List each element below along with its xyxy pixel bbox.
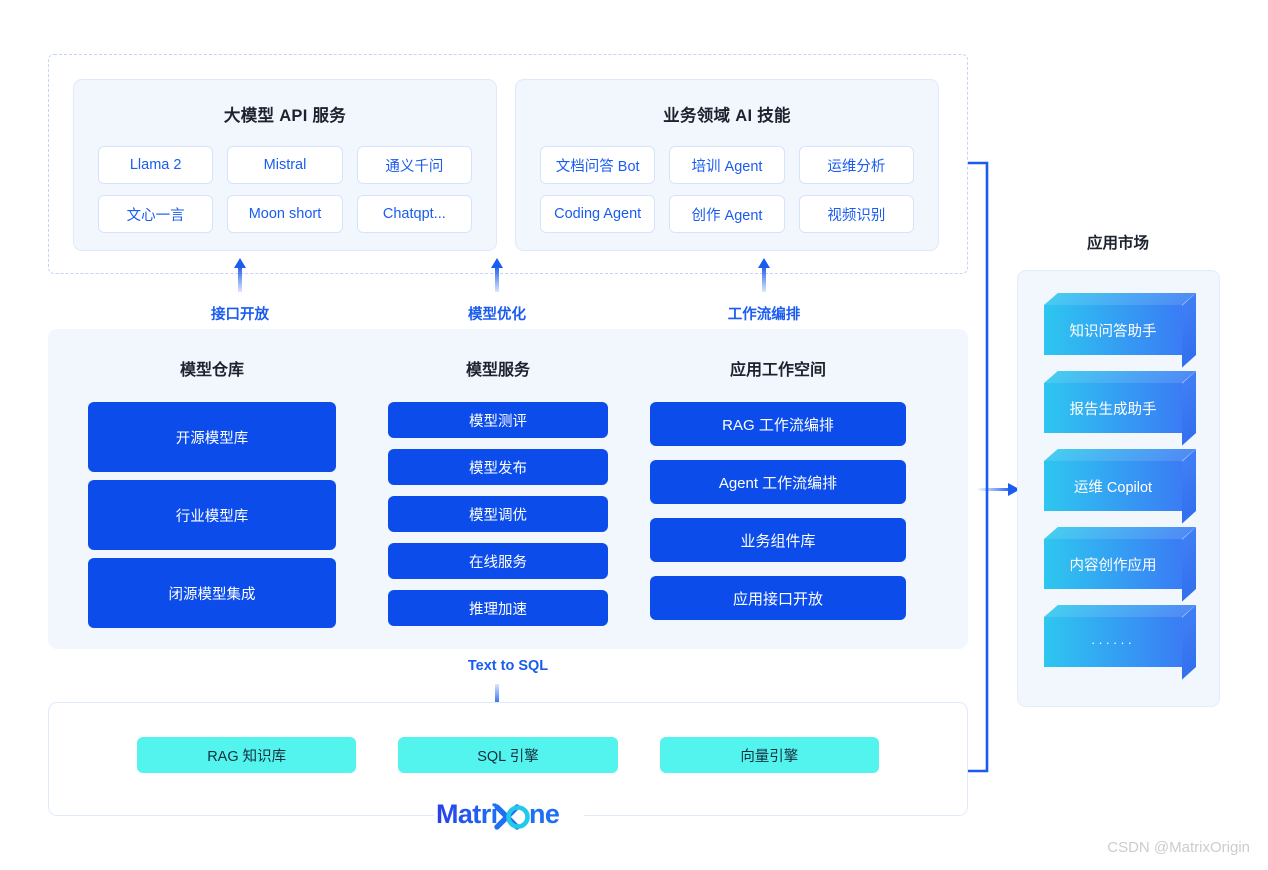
panel-domain-ai-skills: 业务领域 AI 技能 文档问答 Bot 培训 Agent 运维分析 Coding… <box>515 79 939 251</box>
market-title: 应用市场 <box>1086 235 1150 252</box>
chip-video-recognition[interactable]: 视频识别 <box>798 195 914 233</box>
column-title: 模型仓库 <box>179 362 244 379</box>
box-application-api-open[interactable]: 应用接口开放 <box>650 576 906 620</box>
cube-label: ······ <box>1044 617 1182 667</box>
engine-row: RAG 知识库 SQL 引擎 向量引擎 <box>49 703 967 773</box>
chip-llama2[interactable]: Llama 2 <box>98 146 214 184</box>
cube-right-face <box>1182 527 1196 602</box>
cube-top-face <box>1044 605 1196 617</box>
cube-label: 知识问答助手 <box>1044 305 1182 355</box>
box-business-component-library[interactable]: 业务组件库 <box>650 518 906 562</box>
box-industry-model-repo[interactable]: 行业模型库 <box>88 480 336 550</box>
box-sql-engine[interactable]: SQL 引擎 <box>398 737 618 773</box>
cube-label: 内容创作应用 <box>1044 539 1182 589</box>
blue-box-list: 模型测评 模型发布 模型调优 在线服务 推理加速 <box>388 402 608 637</box>
box-rag-knowledge-base[interactable]: RAG 知识库 <box>137 737 357 773</box>
chip-mistral[interactable]: Mistral <box>227 146 343 184</box>
watermark: CSDN @MatrixOrigin <box>1107 839 1250 856</box>
ai-layer-dashed-region <box>48 54 968 274</box>
box-model-publish[interactable]: 模型发布 <box>388 449 608 485</box>
box-rag-workflow-orchestration[interactable]: RAG 工作流编排 <box>650 402 906 446</box>
cube-top-face <box>1044 527 1196 539</box>
market-card-ops-copilot[interactable]: 运维 Copilot <box>1044 449 1196 524</box>
chip-grid: 文档问答 Bot 培训 Agent 运维分析 Coding Agent 创作 A… <box>516 126 938 233</box>
blue-box-list: 开源模型库 行业模型库 闭源模型集成 <box>88 402 336 636</box>
cube-right-face <box>1182 449 1196 524</box>
cube-right-face <box>1182 293 1196 368</box>
column-title: 模型服务 <box>465 362 530 379</box>
cube-top-face <box>1044 449 1196 461</box>
cube-top-face <box>1044 371 1196 383</box>
chip-doc-qa-bot[interactable]: 文档问答 Bot <box>540 146 656 184</box>
box-model-evaluation[interactable]: 模型测评 <box>388 402 608 438</box>
market-card-report-generation-assistant[interactable]: 报告生成助手 <box>1044 371 1196 446</box>
panel-llm-api-services: 大模型 API 服务 Llama 2 Mistral 通义千问 文心一言 Moo… <box>73 79 497 251</box>
panel-platform: 模型仓库 开源模型库 行业模型库 闭源模型集成 模型服务 模型测评 模型发布 模… <box>48 329 968 649</box>
chip-wenxin[interactable]: 文心一言 <box>98 195 214 233</box>
box-vector-engine[interactable]: 向量引擎 <box>659 737 879 773</box>
blue-box-list: RAG 工作流编排 Agent 工作流编排 业务组件库 应用接口开放 <box>650 402 906 634</box>
box-agent-workflow-orchestration[interactable]: Agent 工作流编排 <box>650 460 906 504</box>
chip-coding-agent[interactable]: Coding Agent <box>540 195 656 233</box>
cube-right-face <box>1182 371 1196 446</box>
panel-title: 大模型 API 服务 <box>223 107 347 125</box>
chip-ops-analysis[interactable]: 运维分析 <box>798 146 914 184</box>
cube-label: 报告生成助手 <box>1044 383 1182 433</box>
svg-text:Matri: Matri <box>436 799 498 829</box>
matrixone-logo-icon: Matri ne <box>436 799 560 830</box>
column-application-workspace: 应用工作空间 RAG 工作流编排 Agent 工作流编排 业务组件库 应用接口开… <box>650 329 906 649</box>
label-text-to-sql: Text to SQL <box>467 658 549 674</box>
chip-grid: Llama 2 Mistral 通义千问 文心一言 Moon short Cha… <box>74 126 496 233</box>
market-card-more[interactable]: ······ <box>1044 605 1196 680</box>
box-closed-source-model-integration[interactable]: 闭源模型集成 <box>88 558 336 628</box>
market-card-stack: 知识问答助手 报告生成助手 运维 Copilot 内容创作应用 ···· <box>1044 293 1196 683</box>
column-title: 应用工作空间 <box>729 362 826 379</box>
connector-bus <box>968 161 1020 773</box>
cube-top-face <box>1044 293 1196 305</box>
column-model-repository: 模型仓库 开源模型库 行业模型库 闭源模型集成 <box>88 329 336 649</box>
cube-right-face <box>1182 605 1196 680</box>
chip-creation-agent[interactable]: 创作 Agent <box>669 195 785 233</box>
panel-application-market: 知识问答助手 报告生成助手 运维 Copilot 内容创作应用 ···· <box>1017 270 1220 707</box>
box-open-source-model-repo[interactable]: 开源模型库 <box>88 402 336 472</box>
column-model-service: 模型服务 模型测评 模型发布 模型调优 在线服务 推理加速 <box>388 329 608 649</box>
chip-moonshot[interactable]: Moon short <box>227 195 343 233</box>
box-inference-acceleration[interactable]: 推理加速 <box>388 590 608 626</box>
arrow-label-workflow-orchestration: 工作流编排 <box>727 307 801 323</box>
matrixone-logo: Matri ne <box>434 796 584 834</box>
chip-training-agent[interactable]: 培训 Agent <box>669 146 785 184</box>
up-arrow-icon-workflow <box>758 258 770 292</box>
arrow-label-api-open: 接口开放 <box>211 307 269 323</box>
up-arrow-icon-api <box>234 258 246 292</box>
market-card-knowledge-qa-assistant[interactable]: 知识问答助手 <box>1044 293 1196 368</box>
panel-title: 业务领域 AI 技能 <box>663 107 791 125</box>
chip-tongyi[interactable]: 通义千问 <box>356 146 472 184</box>
up-arrow-icon-optimize <box>491 258 503 292</box>
arrow-label-model-optimize: 模型优化 <box>468 307 526 323</box>
box-model-tuning[interactable]: 模型调优 <box>388 496 608 532</box>
svg-text:ne: ne <box>529 799 560 829</box>
market-card-content-creation-app[interactable]: 内容创作应用 <box>1044 527 1196 602</box>
chip-chatgpt[interactable]: Chatqpt... <box>356 195 472 233</box>
box-online-service[interactable]: 在线服务 <box>388 543 608 579</box>
cube-label: 运维 Copilot <box>1044 461 1182 511</box>
